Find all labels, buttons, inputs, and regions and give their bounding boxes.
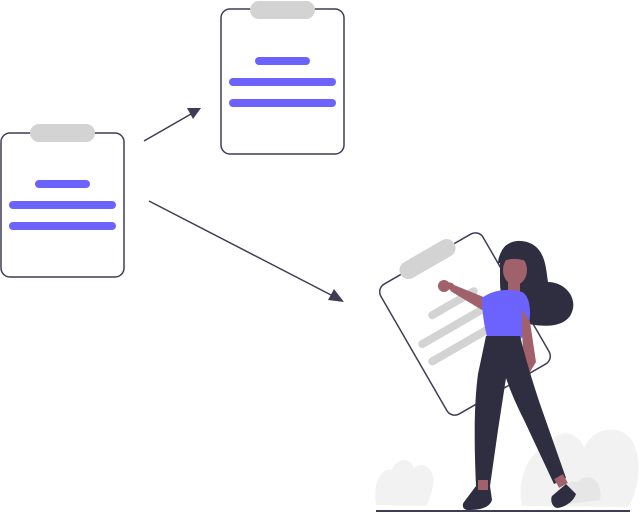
clipboard-left-clip [30,124,95,142]
person-ankle-right [554,474,568,488]
clipboard-left [0,124,125,278]
person-face [503,255,527,285]
person-lower-arm [522,310,536,372]
plant-left [375,459,434,506]
arrow-to-top [143,108,201,142]
clipboard-top-clip [250,1,315,19]
person-shirt [482,290,530,340]
person-pants [474,336,566,486]
clipboard-top [220,1,345,155]
person-shoe-left [462,486,492,510]
person-hand-raised [438,280,450,292]
plants [375,429,639,507]
arrow-to-person [148,200,344,302]
person-hair-top [498,242,536,266]
person [438,240,576,510]
person-clipboard-clip [399,239,456,280]
arrow-to-person-head [328,289,344,302]
arrow-to-person-shaft [148,200,334,297]
person-ankle-left [478,480,488,490]
arrow-to-top-shaft [143,113,192,142]
person-raised-arm [446,282,490,310]
arrow-to-top-head [187,108,201,119]
person-shoe-right [551,484,576,508]
